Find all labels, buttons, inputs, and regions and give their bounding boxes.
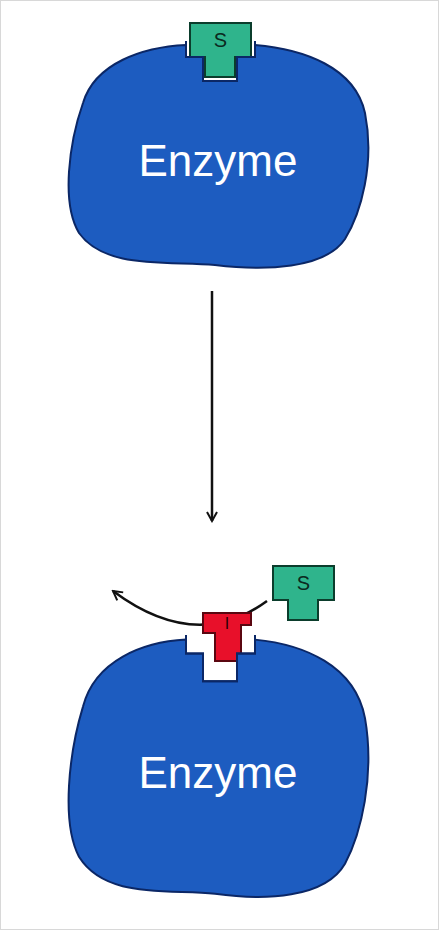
enzyme-blob: Enzyme <box>63 41 373 273</box>
process-arrow <box>211 291 214 521</box>
enzyme-blob: Enzyme <box>63 635 373 903</box>
active-site-notch <box>186 635 255 681</box>
enzyme-label: Enzyme <box>63 131 373 191</box>
substrate-label: S <box>188 23 253 57</box>
enzyme-label: Enzyme <box>63 743 373 803</box>
substrate-shape: S <box>271 564 336 622</box>
substrate-label: S <box>271 566 336 600</box>
inhibitor-label: I <box>201 613 253 635</box>
active-site-notch <box>186 41 255 81</box>
